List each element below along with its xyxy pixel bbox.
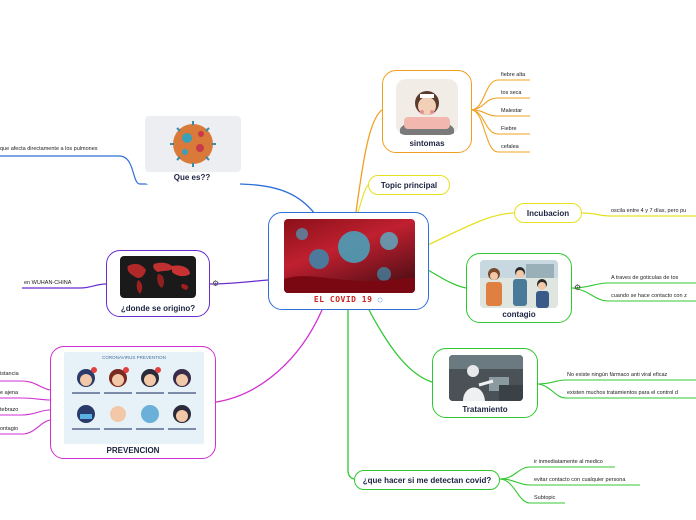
- central-title: EL COVID 19 ◌: [269, 295, 428, 304]
- prevention-illustration: [72, 367, 196, 430]
- sintomas-leaf-2: tos seca: [501, 90, 522, 96]
- virus-image: [284, 219, 415, 293]
- link-cont-leaf-2: [571, 287, 696, 302]
- link-det-leaf-1: [499, 466, 615, 480]
- link-trat-leaf-2: [537, 383, 696, 399]
- sintomas-node[interactable]: sintomas: [382, 70, 472, 153]
- link-sintomas: [355, 109, 383, 213]
- topic-principal-node[interactable]: Topic principal: [368, 175, 450, 195]
- origen-node[interactable]: ¿donde se origino?: [106, 250, 210, 317]
- detectan-leaf-1: ir inmediatamente al medico: [534, 459, 603, 465]
- que-es-title: Que es??: [173, 173, 211, 182]
- link-contagio: [427, 269, 467, 289]
- world-map-illustration: [127, 262, 190, 294]
- prevencion-leaf-1: istancia: [0, 371, 19, 377]
- link-incub-leaf: [581, 212, 696, 217]
- link-prevencion: [215, 309, 323, 403]
- origen-leaf: en WUHAN-CHINA: [24, 280, 72, 286]
- tratamiento-title: Tratamiento: [462, 405, 508, 414]
- contagio-title: contagio: [502, 310, 536, 319]
- prevencion-leaf-3: tebrazo: [0, 407, 19, 413]
- prevencion-leaf-2: e ajena: [0, 390, 19, 396]
- contagio-image: [480, 260, 558, 308]
- detectan-leaf-3: Subtopic: [534, 495, 556, 501]
- sintomas-title: sintomas: [409, 139, 445, 148]
- contagio-leaf-2: cuando se hace contacto con z: [611, 293, 687, 299]
- tratamiento-illustration: [449, 355, 523, 401]
- link-incubacion: [427, 212, 515, 246]
- link-topic: [357, 184, 369, 213]
- link-tratamiento: [367, 307, 433, 383]
- link-det-leaf-3: [499, 478, 565, 504]
- tratamiento-node[interactable]: Tratamiento: [432, 348, 538, 418]
- link-sint-2: [471, 97, 530, 111]
- link-prev-leaf-4: [0, 419, 51, 435]
- link-det-leaf-2: [499, 478, 640, 486]
- sintomas-leaf-4: Fiebre: [501, 126, 517, 132]
- link-sint-5: [471, 109, 530, 153]
- sintomas-leaf-1: fiebre alta: [501, 72, 526, 78]
- prevencion-leaf-4: ontagio: [0, 426, 19, 432]
- globe-icon-contagio[interactable]: ⚙: [574, 283, 582, 292]
- link-sint-3: [471, 109, 530, 117]
- contagio-illustration: [480, 260, 558, 308]
- poster-title: CORONAVIRUS PREVENTION: [102, 355, 166, 360]
- link-que-es-leaf: [0, 155, 150, 185]
- incubacion-label: Incubacion: [526, 209, 570, 218]
- link-origen: [209, 279, 269, 285]
- incubacion-node[interactable]: Incubacion: [514, 203, 582, 223]
- contagio-leaf-1: A traves de goticulas de tos: [611, 275, 679, 281]
- tratamiento-leaf-1: No existe ningún fármaco anti viral efic…: [567, 372, 668, 378]
- virus-illustration: [284, 228, 415, 293]
- globe-icon[interactable]: ⚙: [212, 279, 220, 288]
- incubacion-leaf: oscila entre 4 y 7 días, pero pu: [611, 208, 687, 214]
- link-trat-leaf-1: [537, 379, 696, 385]
- link-detectan: [347, 310, 355, 480]
- sintomas-leaf-3: Malestar: [501, 108, 523, 114]
- sintomas-leaf-5: cefalea: [501, 144, 519, 150]
- prevencion-node[interactable]: CORONAVIRUS PREVENTION PREVENCI: [50, 346, 216, 459]
- link-prev-leaf-2: [0, 397, 51, 401]
- que-es-leaf: que afecta directamente a los pulmones: [0, 146, 98, 152]
- coronavirus-image: [145, 116, 241, 172]
- topic-principal-label: Topic principal: [380, 181, 438, 190]
- central-title-text: EL COVID 19: [313, 295, 373, 304]
- world-map-image: [120, 256, 196, 298]
- coronavirus-illustration: [170, 121, 216, 167]
- sick-person-illustration: [400, 91, 454, 135]
- prevencion-title: PREVENCION: [106, 446, 160, 455]
- prevention-poster: CORONAVIRUS PREVENTION: [64, 352, 204, 444]
- detectan-leaf-2: evitar contacto con cualquier persona: [534, 477, 626, 483]
- tratamiento-image: [449, 355, 523, 401]
- detectan-label: ¿que hacer si me detectan covid?: [362, 476, 492, 485]
- link-prev-leaf-1: [0, 380, 51, 391]
- palette-icon: ◌: [377, 295, 384, 304]
- detectan-node[interactable]: ¿que hacer si me detectan covid?: [354, 470, 500, 490]
- link-sint-1: [471, 79, 530, 111]
- sick-person-image: [396, 79, 458, 135]
- tratamiento-leaf-2: existen muchos tratamientos para el cont…: [567, 390, 678, 396]
- origen-title: ¿donde se origino?: [120, 304, 196, 313]
- que-es-node[interactable]: Que es??: [140, 113, 244, 186]
- link-prev-leaf-3: [0, 409, 51, 416]
- link-origen-leaf: [22, 283, 107, 289]
- link-cont-leaf-1: [571, 282, 696, 289]
- central-node[interactable]: EL COVID 19 ◌: [268, 212, 429, 310]
- link-que-es: [239, 183, 316, 215]
- contagio-node[interactable]: contagio: [466, 253, 572, 323]
